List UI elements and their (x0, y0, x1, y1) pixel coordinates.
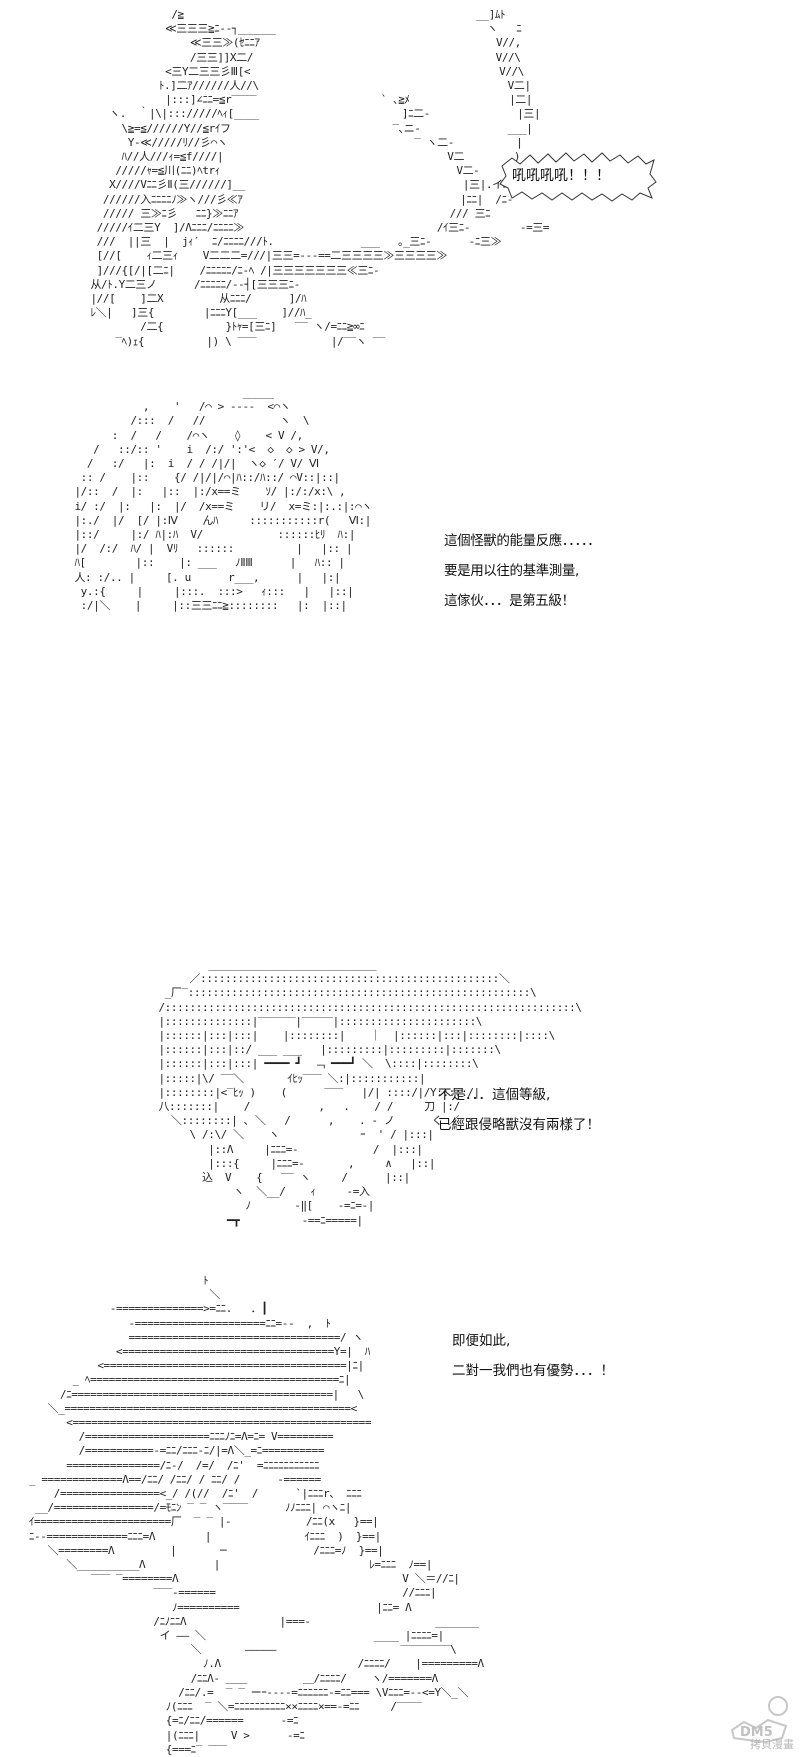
roar-text: 吼吼吼吼！！！ (512, 168, 610, 184)
panel-4-dialogue: 即便如此, 二對一我們也有優勢．．．！ (452, 1326, 614, 1386)
panel-3-dialogue: 不是．．．這個等級, 已經跟侵略獸沒有兩樣了！ (438, 1080, 600, 1140)
dialogue-line: 已經跟侵略獸沒有兩樣了！ (438, 1117, 600, 1133)
roar-speech-burst (499, 152, 657, 202)
panel-2-ascii-art: _____ , ' /⌒ > ---- <⌒ヽ /::: / // ヽ \ : … (6, 386, 600, 642)
dialogue-line: 即便如此, (452, 1333, 511, 1349)
dialogue-line: 這個怪獸的能量反應．．．．． (444, 533, 601, 549)
panel-1-ascii-art: /≧ __]ﾑﾄ ≪三三三≧ﾆ--┐______ ヽ ﾆ ≪三三≫(ｾﾆﾆｱ V… (90, 8, 550, 348)
panel-3-ascii-art: ___________________________ ／:::::::::::… (158, 958, 582, 1227)
dialogue-line: 要是用以往的基準測量, (444, 563, 579, 579)
panel-2: _____ , ' /⌒ > ---- <⌒ヽ /::: / // ヽ \ : … (0, 380, 800, 850)
dialogue-line: 這傢伙．．．是第五級！ (444, 593, 575, 609)
panel-4: ﾄ ＼ -==============>=ﾆﾆ. ．┃ -===========… (0, 1268, 800, 1756)
panel-2-dialogue: 這個怪獸的能量反應．．．．． 要是用以往的基準測量, 這傢伙．．．是第五級！ (444, 526, 601, 616)
dm5-logo-watermark: DM5 (730, 1696, 788, 1744)
watermark-text: 拷貝漫畫 (750, 1738, 794, 1751)
panel-3: ___________________________ ／:::::::::::… (0, 952, 800, 1252)
panel-4-ascii-art: ﾄ ＼ -==============>=ﾆﾆ. ．┃ -===========… (28, 1274, 484, 1756)
dialogue-line: 二對一我們也有優勢．．．！ (452, 1363, 614, 1379)
dialogue-line: 不是．．．這個等級, (438, 1087, 551, 1103)
panel-1: /≧ __]ﾑﾄ ≪三三三≧ﾆ--┐______ ヽ ﾆ ≪三三≫(ｾﾆﾆｱ V… (0, 0, 800, 380)
watermark-logo-text: DM5 (740, 1725, 773, 1740)
